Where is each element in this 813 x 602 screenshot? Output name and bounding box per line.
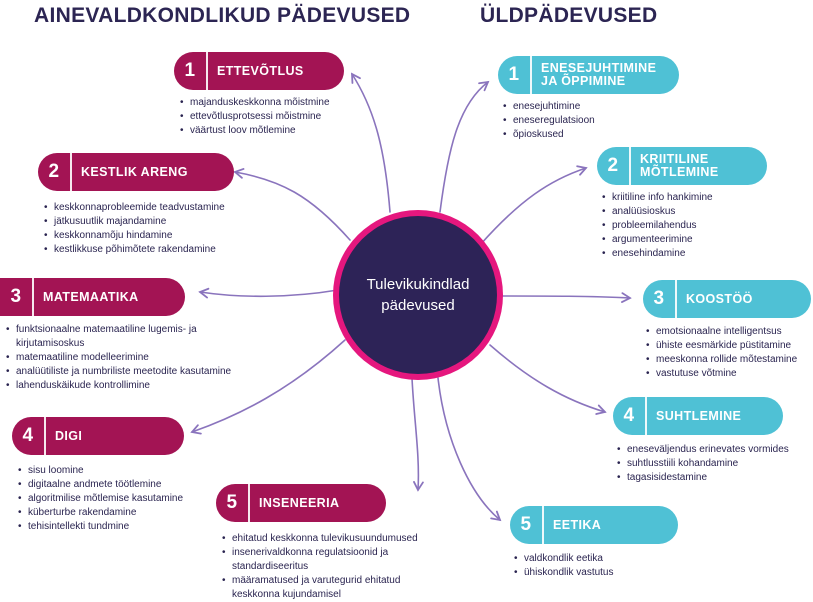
subject-pill-ettevotlus: 1 ETTEVÕTLUS <box>174 52 344 90</box>
subject-list-digi: sisu loomine digitaalne andmete töötlemi… <box>18 464 218 534</box>
list-item: enesehindamine <box>602 247 802 261</box>
pill-label: INSENEERIA <box>259 495 340 510</box>
general-list-kriitiline-motlemine: kriitiline info hankimine analüüsioskus … <box>602 191 802 261</box>
list-item: jätkusuutlik majandamine <box>44 215 284 229</box>
list-item: küberturbe rakendamine <box>18 506 218 520</box>
list-item: matemaatiline modelleerimine <box>6 351 256 365</box>
arrow-digi <box>190 339 346 435</box>
pill-label: SUHTLEMINE <box>656 408 742 423</box>
general-list-suhtlemine: eneseväljendus erinevates vormides suhtl… <box>617 443 811 485</box>
general-competences-heading: ÜLDPÄDEVUSED <box>480 4 658 27</box>
list-item: keskkonnamõju hindamine <box>44 229 284 243</box>
list-item: funktsionaalne matemaatiline lugemis- ja… <box>6 323 256 351</box>
list-item: argumenteerimine <box>602 233 802 247</box>
list-item: valdkondlik eetika <box>514 552 714 566</box>
list-item: sisu loomine <box>18 464 218 478</box>
general-pill-enesejuhtimine: 1 ENESEJUHTIMINE JA ÕPPIMINE <box>498 56 679 94</box>
subject-list-matemaatika: funktsionaalne matemaatiline lugemis- ja… <box>6 323 256 393</box>
list-item: õpioskused <box>503 128 703 142</box>
list-item: enesejuhtimine <box>503 100 703 114</box>
pill-number: 5 <box>216 484 250 522</box>
pill-label: KRIITILINE MÕTLEMINE <box>640 152 719 179</box>
pill-number: 4 <box>12 417 46 455</box>
pill-label: EETIKA <box>553 517 602 532</box>
list-item: analüüsioskus <box>602 205 802 219</box>
list-item: tehisintellekti tundmine <box>18 520 218 534</box>
arrow-inseneeria <box>411 377 424 492</box>
arrow-koostoo <box>499 292 632 303</box>
arrow-enesejuhtimine <box>439 80 490 213</box>
list-item: tagasisidestamine <box>617 471 811 485</box>
pill-number: 1 <box>174 52 208 90</box>
pill-label: KOOSTÖÖ <box>686 291 753 306</box>
list-item: suhtlusstiili kohandamine <box>617 457 811 471</box>
pill-number: 1 <box>498 56 532 94</box>
list-item: keskkonnaprobleemide teadvustamine <box>44 201 284 215</box>
pill-number: 2 <box>597 147 631 185</box>
list-item: määramatused ja varutegurid ehitatud kes… <box>222 574 444 602</box>
list-item: eneseväljendus erinevates vormides <box>617 443 811 457</box>
general-list-eetika: valdkondlik eetika ühiskondlik vastutus <box>514 552 714 580</box>
list-item: kriitiline info hankimine <box>602 191 802 205</box>
pill-label: ENESEJUHTIMINE JA ÕPPIMINE <box>541 61 657 88</box>
list-item: ettevõtlusprotsessi mõistmine <box>180 110 380 124</box>
subject-list-kestlik-areng: keskkonnaprobleemide teadvustamine jätku… <box>44 201 284 257</box>
list-item: ühiskondlik vastutus <box>514 566 714 580</box>
general-pill-kriitiline-motlemine: 2 KRIITILINE MÕTLEMINE <box>597 147 767 185</box>
center-circle: Tulevikukindlad pädevused <box>339 216 497 374</box>
pill-number: 4 <box>613 397 647 435</box>
pill-number: 3 <box>643 280 677 318</box>
general-list-enesejuhtimine: enesejuhtimine eneseregulatsioon õpiosku… <box>503 100 703 142</box>
list-item: analüütiliste ja numbriliste meetodite k… <box>6 365 256 379</box>
general-pill-koostoo: 3 KOOSTÖÖ <box>643 280 811 318</box>
list-item: probleemilahendus <box>602 219 802 233</box>
list-item: väärtust loov mõtlemine <box>180 124 380 138</box>
arrow-kriitiline <box>479 165 588 246</box>
list-item: insenerivaldkonna regulatsioonid ja stan… <box>222 546 444 574</box>
list-item: eneseregulatsioon <box>503 114 703 128</box>
list-item: kestlikkuse põhimõtete rakendamine <box>44 243 284 257</box>
list-item: emotsionaalne intelligentsus <box>646 325 812 339</box>
general-list-koostoo: emotsionaalne intelligentsus ühiste eesm… <box>646 325 812 381</box>
pill-label: DIGI <box>55 428 83 443</box>
general-pill-suhtlemine: 4 SUHTLEMINE <box>613 397 783 435</box>
arrow-suhtlemine <box>489 344 607 415</box>
list-item: ehitatud keskkonna tulevikusuundumused <box>222 532 444 546</box>
subject-competences-heading: AINEVALDKONDLIKUD PÄDEVUSED <box>34 4 411 27</box>
pill-label: ETTEVÕTLUS <box>217 63 304 78</box>
subject-pill-digi: 4 DIGI <box>12 417 184 455</box>
arrow-matemaatika <box>198 287 339 299</box>
pill-number: 3 <box>0 278 34 316</box>
arrow-kestlik-areng <box>233 168 351 241</box>
list-item: meeskonna rollide mõtestamine <box>646 353 812 367</box>
subject-list-inseneeria: ehitatud keskkonna tulevikusuundumused i… <box>222 532 444 602</box>
list-item: ühiste eesmärkide püstitamine <box>646 339 812 353</box>
list-item: algoritmilise mõtlemise kasutamine <box>18 492 218 506</box>
list-item: majanduskeskkonna mõistmine <box>180 96 380 110</box>
arrow-ettevotlus <box>351 72 391 213</box>
center-title: Tulevikukindlad pädevused <box>366 276 470 314</box>
subject-pill-matemaatika: 3 MATEMAATIKA <box>0 278 185 316</box>
list-item: lahenduskäikude kontrollimine <box>6 379 256 393</box>
subject-pill-inseneeria: 5 INSENEERIA <box>216 484 386 522</box>
subject-pill-kestlik-areng: 2 KESTLIK ARENG <box>38 153 234 191</box>
pill-number: 2 <box>38 153 72 191</box>
arrow-eetika <box>437 377 502 522</box>
subject-list-ettevotlus: majanduskeskkonna mõistmine ettevõtluspr… <box>180 96 380 138</box>
pill-label: KESTLIK ARENG <box>81 164 188 179</box>
pill-label: MATEMAATIKA <box>43 289 139 304</box>
pill-number: 5 <box>510 506 544 544</box>
list-item: digitaalne andmete töötlemine <box>18 478 218 492</box>
general-pill-eetika: 5 EETIKA <box>510 506 678 544</box>
list-item: vastutuse võtmine <box>646 367 812 381</box>
